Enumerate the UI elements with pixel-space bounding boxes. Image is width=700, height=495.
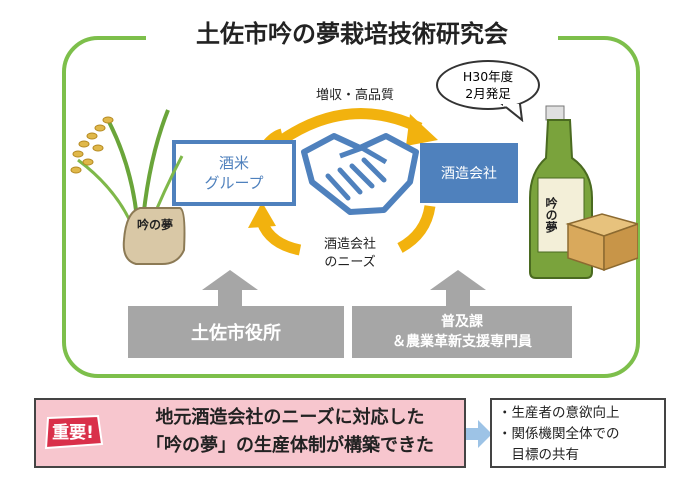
- handshake-icon: [301, 133, 419, 215]
- extension-line-1: 普及課: [441, 314, 483, 330]
- bubble-line-2: 2月発足: [465, 86, 511, 101]
- effect-item-1: ・生産者の意欲向上: [498, 405, 620, 421]
- sake-rice-group-line-2: グループ: [204, 174, 264, 192]
- sake-rice-group-box: 酒米 グループ: [172, 140, 296, 206]
- rice-plant-icon: [70, 109, 186, 265]
- brewery-box: 酒造会社: [420, 143, 518, 203]
- yield-quality-label: 増収・高品質: [315, 88, 394, 103]
- important-badge-text: 重要!: [52, 423, 94, 443]
- effect-item-3: 目標の共有: [498, 447, 579, 463]
- city-office-box: 土佐市役所: [128, 306, 344, 358]
- effect-item-2: ・関係機関全体での: [498, 426, 620, 442]
- bubble-line-1: H30年度: [462, 69, 514, 84]
- bubble-tail: [500, 104, 524, 122]
- brewery-needs-line-1: 酒造会社: [323, 237, 376, 252]
- founded-speech-bubble: H30年度 2月発足: [436, 60, 540, 110]
- bottom-left-arrowhead-icon: [248, 202, 276, 228]
- brewery-needs-line-2: のニーズ: [324, 255, 376, 270]
- right-down-arrow-icon: [397, 204, 436, 253]
- bottle-label: 吟の夢: [544, 197, 558, 233]
- conclusion-line-2: 「吟の夢」の生産体制が構築できた: [146, 435, 434, 456]
- extension-up-arrow-icon: [430, 270, 486, 308]
- result-arrow-icon: [466, 420, 492, 448]
- sake-bottle-icon: [529, 105, 638, 279]
- brewery-needs-label: 酒造会社 のニーズ: [300, 236, 400, 272]
- conclusion-box: [34, 398, 466, 468]
- extension-line-2: ＆農業革新支援専門員: [392, 334, 532, 350]
- top-right-arrowhead-icon: [406, 114, 438, 146]
- rice-bag-label: 吟の夢: [136, 218, 173, 232]
- top-right-arrow-icon: [278, 108, 423, 145]
- important-badge: [44, 414, 104, 450]
- effects-box: ・生産者の意欲向上 ・関係機関全体での 目標の共有: [490, 398, 666, 468]
- conclusion-text: 地元酒造会社のニーズに対応した 「吟の夢」の生産体制が構築できた: [118, 404, 462, 460]
- conclusion-line-1: 地元酒造会社のニーズに対応した: [155, 407, 425, 428]
- city-up-arrow-icon: [202, 270, 258, 308]
- page-title: 土佐市吟の夢栽培技術研究会: [146, 16, 558, 52]
- extension-office-box: 普及課 ＆農業革新支援専門員: [352, 306, 572, 358]
- sake-rice-group-line-1: 酒米: [218, 154, 249, 172]
